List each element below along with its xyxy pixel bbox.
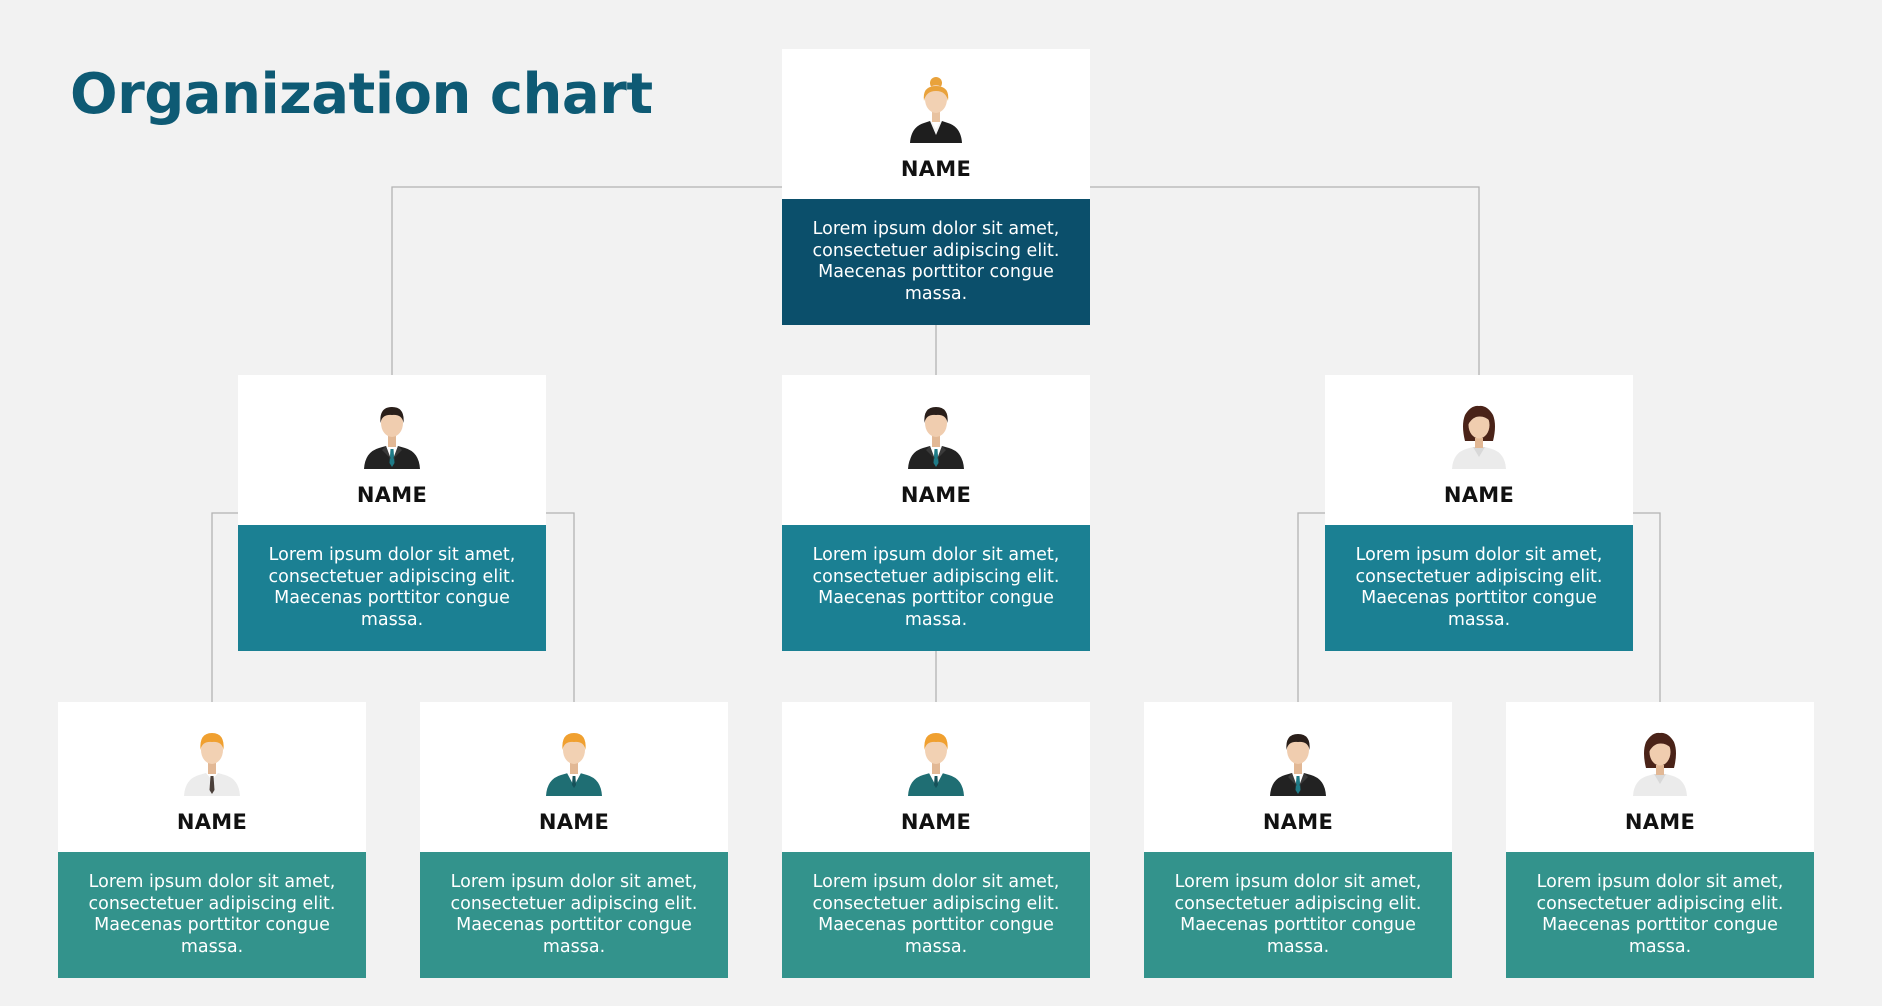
node-header: NAME: [420, 702, 728, 852]
org-node-top: NAME Lorem ipsum dolor sit amet, consect…: [782, 49, 1090, 325]
woman-blonde-bun-black-suit-icon: [906, 77, 966, 143]
node-description-box: Lorem ipsum dolor sit amet, consectetuer…: [58, 852, 366, 978]
node-name: NAME: [1262, 810, 1334, 834]
node-description: Lorem ipsum dolor sit amet, consectetuer…: [88, 872, 336, 957]
node-description: Lorem ipsum dolor sit amet, consectetuer…: [1536, 872, 1784, 957]
node-header: NAME: [782, 49, 1090, 199]
org-node-bottom-4: NAME Lorem ipsum dolor sit amet, consect…: [1144, 702, 1452, 978]
node-description-box: Lorem ipsum dolor sit amet, consectetuer…: [782, 525, 1090, 651]
node-description-box: Lorem ipsum dolor sit amet, consectetuer…: [238, 525, 546, 651]
node-description-box: Lorem ipsum dolor sit amet, consectetuer…: [420, 852, 728, 978]
connector-mid_left-to-bottom_2: [546, 512, 575, 702]
node-header: NAME: [782, 375, 1090, 525]
node-description-box: Lorem ipsum dolor sit amet, consectetuer…: [782, 852, 1090, 978]
man-dark-hair-black-suit-icon: [906, 403, 966, 469]
woman-dark-hair-white-shirt-icon: [1449, 403, 1509, 469]
connector-top-to-mid_right: [1090, 186, 1480, 375]
connector-top-to-mid_left: [391, 186, 782, 375]
org-node-bottom-2: NAME Lorem ipsum dolor sit amet, consect…: [420, 702, 728, 978]
node-name: NAME: [356, 483, 428, 507]
node-description: Lorem ipsum dolor sit amet, consectetuer…: [812, 219, 1060, 304]
org-node-mid-left: NAME Lorem ipsum dolor sit amet, consect…: [238, 375, 546, 651]
node-header: NAME: [58, 702, 366, 852]
node-description: Lorem ipsum dolor sit amet, consectetuer…: [1174, 872, 1422, 957]
woman-dark-hair-white-shirt-icon: [1630, 730, 1690, 796]
node-name: NAME: [176, 810, 248, 834]
org-node-mid-center: NAME Lorem ipsum dolor sit amet, consect…: [782, 375, 1090, 651]
node-header: NAME: [1325, 375, 1633, 525]
node-header: NAME: [1506, 702, 1814, 852]
node-name: NAME: [900, 157, 972, 181]
node-description: Lorem ipsum dolor sit amet, consectetuer…: [450, 872, 698, 957]
connector-mid_right-to-bottom_5: [1633, 512, 1661, 702]
man-orange-hair-white-shirt-icon: [182, 730, 242, 796]
org-node-bottom-1: NAME Lorem ipsum dolor sit amet, consect…: [58, 702, 366, 978]
man-dark-hair-black-suit-icon: [362, 403, 422, 469]
man-orange-hair-teal-sweater-icon: [906, 730, 966, 796]
node-header: NAME: [782, 702, 1090, 852]
node-name: NAME: [900, 483, 972, 507]
org-node-mid-right: NAME Lorem ipsum dolor sit amet, consect…: [1325, 375, 1633, 651]
node-description: Lorem ipsum dolor sit amet, consectetuer…: [1355, 545, 1603, 630]
node-description-box: Lorem ipsum dolor sit amet, consectetuer…: [782, 199, 1090, 325]
node-name: NAME: [900, 810, 972, 834]
node-name: NAME: [1624, 810, 1696, 834]
node-description: Lorem ipsum dolor sit amet, consectetuer…: [268, 545, 516, 630]
node-header: NAME: [238, 375, 546, 525]
node-description: Lorem ipsum dolor sit amet, consectetuer…: [812, 872, 1060, 957]
node-description-box: Lorem ipsum dolor sit amet, consectetuer…: [1325, 525, 1633, 651]
man-dark-hair-black-suit-icon: [1268, 730, 1328, 796]
node-name: NAME: [538, 810, 610, 834]
connector-mid_left-to-bottom_1: [211, 512, 238, 702]
node-description: Lorem ipsum dolor sit amet, consectetuer…: [812, 545, 1060, 630]
node-header: NAME: [1144, 702, 1452, 852]
org-node-bottom-5: NAME Lorem ipsum dolor sit amet, consect…: [1506, 702, 1814, 978]
node-description-box: Lorem ipsum dolor sit amet, consectetuer…: [1144, 852, 1452, 978]
node-name: NAME: [1443, 483, 1515, 507]
node-description-box: Lorem ipsum dolor sit amet, consectetuer…: [1506, 852, 1814, 978]
org-node-bottom-3: NAME Lorem ipsum dolor sit amet, consect…: [782, 702, 1090, 978]
connector-mid_right-to-bottom_4: [1297, 512, 1325, 702]
page-title: Organization chart: [70, 62, 653, 127]
man-orange-hair-teal-sweater-icon: [544, 730, 604, 796]
